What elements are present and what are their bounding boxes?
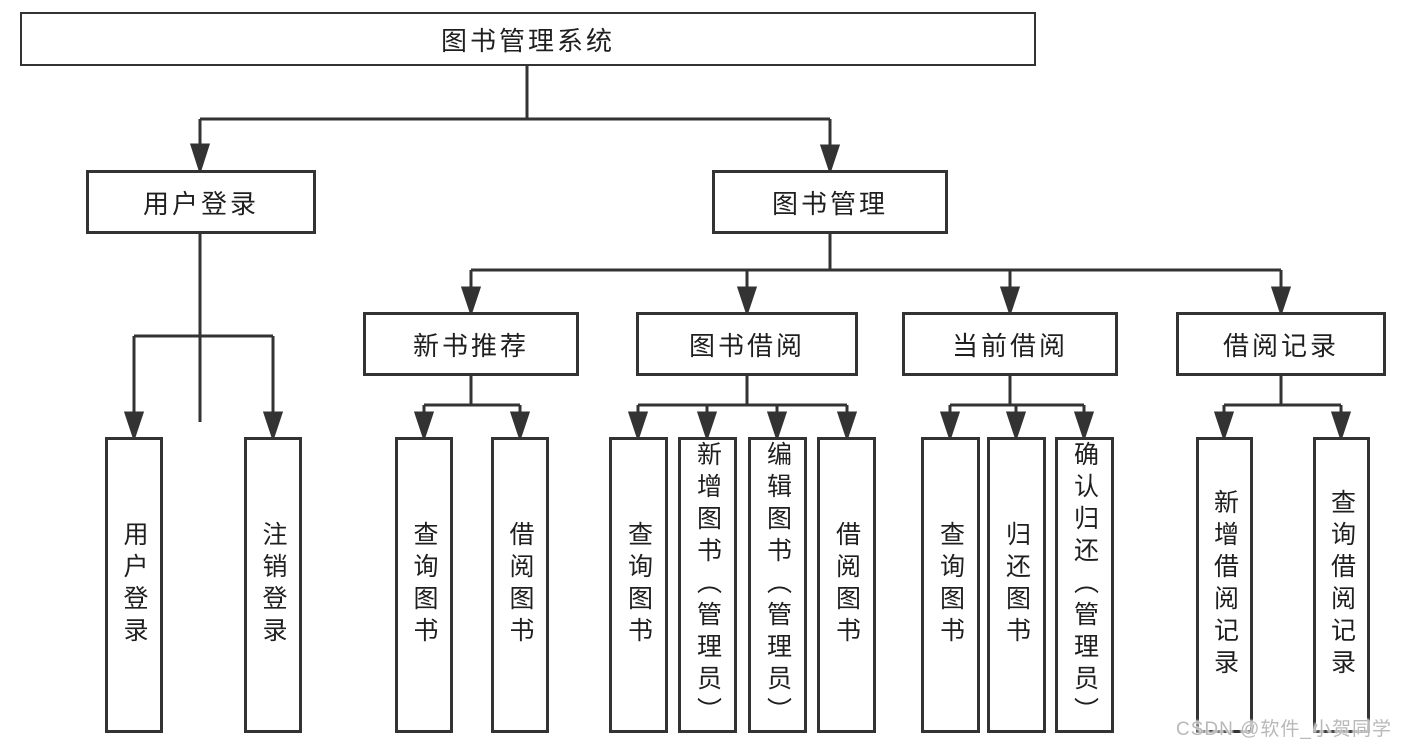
node-user-login-label: 用户登录 [142, 188, 259, 219]
node-leaf-borrow-books-1-label: 借阅图书 [506, 521, 534, 649]
node-borrowing-records-label: 借阅记录 [1222, 330, 1339, 361]
node-leaf-return-books: 归还图书 [987, 437, 1046, 733]
node-leaf-add-borrow-record-label: 新增借阅记录 [1210, 489, 1239, 681]
node-leaf-borrow-books-2: 借阅图书 [817, 437, 876, 733]
node-leaf-user-login-label: 用户登录 [120, 521, 148, 649]
node-current-borrowing-label: 当前借阅 [951, 330, 1068, 361]
node-book-borrowing-label: 图书借阅 [688, 330, 805, 361]
node-user-login: 用户登录 [86, 170, 316, 234]
connector-user-login-to-leaves [123, 234, 284, 442]
node-leaf-query-borrow-record-label: 查询借阅记录 [1327, 489, 1356, 681]
node-leaf-logout-label: 注销登录 [259, 521, 287, 649]
connector-borrow-records-to-leaves [1213, 376, 1352, 442]
node-leaf-query-books-1: 查询图书 [395, 437, 453, 733]
node-leaf-edit-book-admin: 编辑图书（管理员） [748, 437, 807, 733]
node-leaf-return-books-label: 归还图书 [1002, 521, 1031, 649]
node-borrowing-records: 借阅记录 [1176, 312, 1386, 376]
node-leaf-confirm-return-admin: 确认归还（管理员） [1055, 437, 1114, 733]
node-book-management: 图书管理 [712, 170, 948, 234]
node-leaf-query-books-2-label: 查询图书 [624, 521, 653, 649]
node-new-book-recommend: 新书推荐 [363, 312, 579, 376]
node-root-system-label: 图书管理系统 [440, 25, 615, 56]
node-leaf-add-book-admin-label: 新增图书（管理员） [693, 441, 722, 729]
node-leaf-query-books-2: 查询图书 [609, 437, 668, 733]
connector-book-mgmt-to-level3 [460, 234, 1292, 317]
connector-root-to-level2 [189, 66, 841, 422]
node-leaf-edit-book-admin-label: 编辑图书（管理员） [763, 441, 792, 729]
node-book-management-label: 图书管理 [771, 188, 888, 219]
node-new-book-recommend-label: 新书推荐 [412, 330, 529, 361]
node-book-borrowing: 图书借阅 [636, 312, 858, 376]
connector-current-borrow-to-leaves [939, 376, 1095, 442]
node-leaf-user-login: 用户登录 [105, 437, 163, 733]
watermark: CSDN @软件_小贺同学 [1176, 719, 1392, 740]
node-leaf-query-books-3: 查询图书 [921, 437, 980, 733]
node-leaf-logout: 注销登录 [244, 437, 302, 733]
node-root-system: 图书管理系统 [20, 12, 1036, 66]
node-current-borrowing: 当前借阅 [902, 312, 1118, 376]
connector-new-book-rec-to-leaves [413, 376, 531, 442]
node-leaf-add-book-admin: 新增图书（管理员） [678, 437, 737, 733]
connector-book-borrow-to-leaves [627, 376, 858, 442]
node-leaf-borrow-books-1: 借阅图书 [491, 437, 549, 733]
node-leaf-query-borrow-record: 查询借阅记录 [1313, 437, 1370, 733]
node-leaf-query-books-3-label: 查询图书 [936, 521, 965, 649]
node-leaf-confirm-return-admin-label: 确认归还（管理员） [1070, 441, 1099, 729]
node-leaf-add-borrow-record: 新增借阅记录 [1196, 437, 1253, 733]
node-leaf-borrow-books-2-label: 借阅图书 [832, 521, 861, 649]
node-leaf-query-books-1-label: 查询图书 [410, 521, 438, 649]
